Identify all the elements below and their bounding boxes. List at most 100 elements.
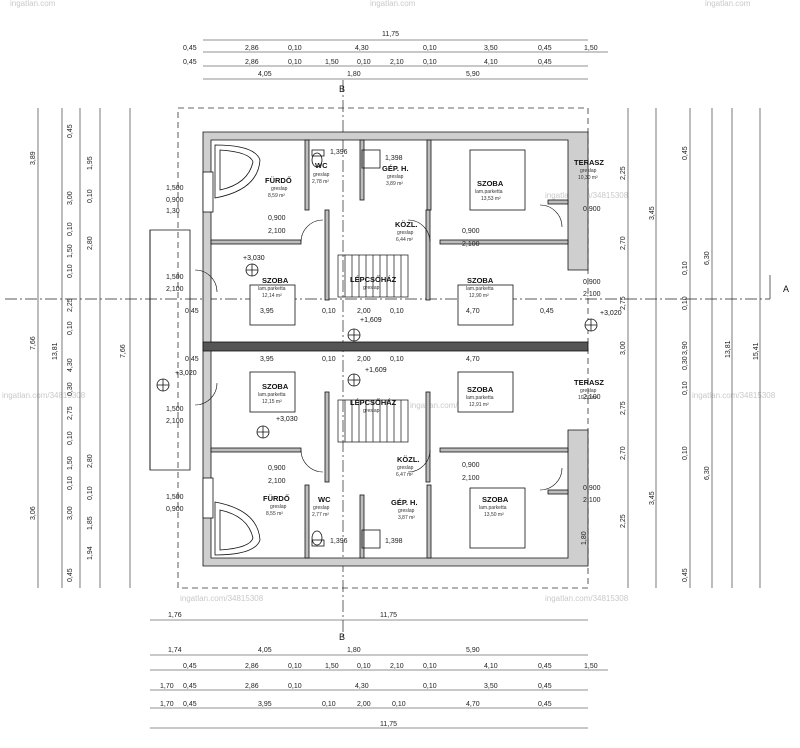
- room-name: TERASZ: [574, 158, 604, 167]
- room-floor: lam.parketta: [466, 395, 494, 401]
- level-label: +3,030: [243, 255, 265, 262]
- svg-text:0,10: 0,10: [392, 701, 406, 708]
- room-floor: greslap: [397, 230, 414, 236]
- room-floor: greslap: [313, 172, 330, 178]
- room-name: GÉP. H.: [391, 498, 418, 507]
- opening-label: 3,95: [260, 308, 274, 315]
- left-dim-col3: 1,95 0,10 2,80 7,66 2,80 0,10 1,85 1,94: [87, 156, 127, 560]
- opening-label: 3,95: [260, 356, 274, 363]
- svg-text:3,95: 3,95: [258, 701, 272, 708]
- room-floor: greslap: [271, 186, 288, 192]
- room-floor: lam.parketta: [258, 286, 286, 292]
- svg-text:0,45: 0,45: [183, 663, 197, 670]
- svg-text:2,75: 2,75: [620, 296, 627, 310]
- room-floor: greslap: [397, 465, 414, 471]
- svg-text:0,10: 0,10: [423, 45, 437, 52]
- opening-label: 0,900: [166, 506, 184, 513]
- svg-text:3,00: 3,00: [67, 191, 74, 205]
- opening-label: 1,396: [330, 538, 348, 545]
- top-dim-row2: 0,45 2,86 0,10 1,50 0,10 2,10 0,10 4,10 …: [183, 59, 552, 66]
- svg-text:1,50: 1,50: [325, 663, 339, 670]
- room-area: 13,50 m²: [484, 512, 504, 518]
- room-floor: greslap: [580, 168, 597, 174]
- svg-text:1,80: 1,80: [347, 647, 361, 654]
- opening-label: 2,100: [268, 478, 286, 485]
- room-floor: greslap: [387, 174, 404, 180]
- svg-text:2,80: 2,80: [87, 236, 94, 250]
- svg-text:2,25: 2,25: [67, 298, 74, 312]
- opening-label: 4,70: [466, 356, 480, 363]
- opening-label: 1,500: [166, 274, 184, 281]
- svg-text:2,10: 2,10: [390, 663, 404, 670]
- room-floor: greslap: [313, 505, 330, 511]
- svg-text:13,81: 13,81: [725, 340, 732, 358]
- room-area: 3,87 m²: [398, 515, 415, 521]
- level-label: +1,609: [365, 367, 387, 374]
- opening-label: 2,00: [357, 356, 371, 363]
- svg-text:3,50: 3,50: [484, 683, 498, 690]
- dimension-total: 15,41: [753, 342, 760, 360]
- room-name: GÉP. H.: [382, 164, 409, 173]
- svg-text:1,50: 1,50: [584, 45, 598, 52]
- svg-text:1,80: 1,80: [347, 71, 361, 78]
- room-area: 12,90 m²: [469, 293, 489, 299]
- svg-text:2,75: 2,75: [620, 401, 627, 415]
- opening-label: 1,500: [166, 185, 184, 192]
- svg-text:0,10: 0,10: [288, 683, 302, 690]
- fixtures: [214, 144, 381, 556]
- left-dimension-chains: [37, 108, 131, 588]
- svg-text:1,94: 1,94: [87, 546, 94, 560]
- right-dim-col3: 6,30 13,81 6,30: [704, 251, 732, 480]
- svg-text:0,10: 0,10: [357, 59, 371, 66]
- opening-label: 2,100: [462, 241, 480, 248]
- watermark: ingatlan.com: [705, 0, 751, 8]
- opening-label: 2,100: [583, 291, 601, 298]
- svg-text:4,10: 4,10: [484, 663, 498, 670]
- porch: [149, 229, 191, 471]
- opening-label: 0,900: [583, 279, 601, 286]
- svg-text:1,50: 1,50: [325, 59, 339, 66]
- svg-text:7,66: 7,66: [30, 336, 37, 350]
- watermark: ingatlan.com/34815308: [545, 594, 629, 603]
- svg-text:1,80: 1,80: [581, 531, 588, 545]
- room-name: SZOBA: [467, 276, 494, 285]
- room-name: SZOBA: [467, 385, 494, 394]
- room-floor: greslap: [363, 408, 380, 414]
- bottom-dim-row1: 1,74 4,05 1,80 5,90: [168, 647, 480, 654]
- room-area: 13,53 m²: [481, 196, 501, 202]
- bottom-dim-row3: 1,70 0,45 2,86 0,10 4,30 0,10 3,50 0,45: [160, 683, 552, 690]
- right-dim-col1: 2,25 3,45 2,70 2,75 3,00 2,75 2,70 3,45 …: [581, 166, 656, 545]
- bottom-dim-row2: 0,45 2,86 0,10 1,50 0,10 2,10 0,10 4,10 …: [183, 663, 598, 670]
- room-area: 2,78 m²: [312, 179, 329, 185]
- svg-text:0,10: 0,10: [87, 189, 94, 203]
- watermark: ingatlan.com/34815308: [2, 391, 86, 400]
- svg-text:1,95: 1,95: [87, 156, 94, 170]
- svg-text:4,10: 4,10: [484, 59, 498, 66]
- svg-text:5,90: 5,90: [466, 647, 480, 654]
- room-floor: lam.parketta: [466, 286, 494, 292]
- svg-text:0,10: 0,10: [288, 663, 302, 670]
- svg-text:0,45: 0,45: [538, 45, 552, 52]
- svg-text:0,45: 0,45: [682, 568, 689, 582]
- bottom-dimension-chains: [150, 619, 608, 729]
- dimension-total: 11,75: [380, 721, 397, 728]
- svg-text:2,10: 2,10: [390, 59, 404, 66]
- section-label-b-top: B: [339, 84, 345, 94]
- opening-label: 2,100: [462, 475, 480, 482]
- room-name: LÉPCSŐHÁZ: [350, 275, 397, 284]
- room-floor: lam.parketta: [479, 505, 507, 511]
- svg-text:2,80: 2,80: [87, 454, 94, 468]
- watermark: ingatlan.com/34815308: [692, 391, 776, 400]
- svg-text:0,10: 0,10: [67, 264, 74, 278]
- room-name: KÖZL.: [395, 220, 418, 229]
- bottom-dim-row4: 1,70 0,45 3,95 0,10 2,00 0,10 4,70 0,45: [160, 701, 552, 708]
- opening-label: 0,10: [390, 308, 404, 315]
- svg-text:1,50: 1,50: [67, 244, 74, 258]
- svg-text:0,45: 0,45: [67, 568, 74, 582]
- room-area: 12,15 m²: [262, 399, 282, 405]
- svg-text:0,10: 0,10: [288, 59, 302, 66]
- svg-text:0,45: 0,45: [682, 146, 689, 160]
- svg-text:0,45: 0,45: [183, 59, 197, 66]
- opening-label: 2,00: [357, 308, 371, 315]
